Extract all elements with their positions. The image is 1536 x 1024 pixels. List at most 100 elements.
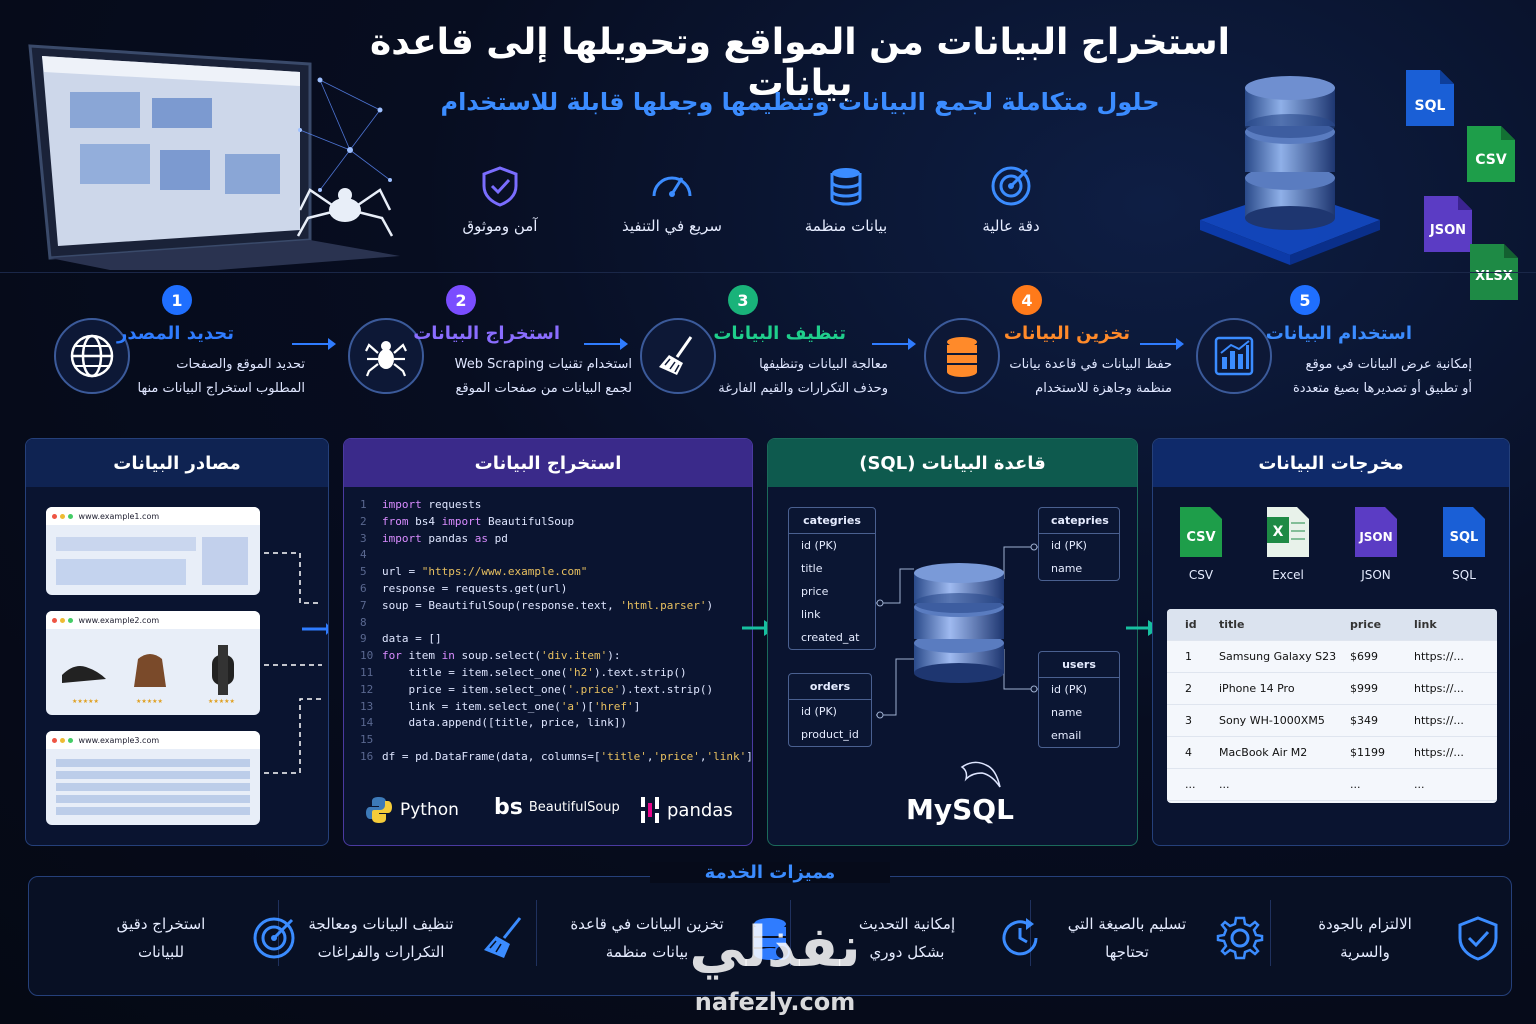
feature-organized: بيانات منظمة: [771, 164, 921, 235]
json-file-icon: JSON: [1355, 507, 1397, 557]
site-url: www.example2.com: [78, 615, 160, 625]
flow-arrow: [872, 338, 916, 350]
code-line: 14 data.append([title, price, link]): [360, 716, 628, 730]
database-icon: [914, 563, 1004, 683]
laptop-illustration: [28, 44, 400, 270]
db-table: users id (PK) name email: [1038, 651, 1120, 748]
step-4: 4 تخزين البيانات حفظ البيانات في قاعدة ب…: [922, 285, 1212, 405]
db-table: categries id (PK) title price link creat…: [788, 507, 876, 650]
feature-accuracy: دقة عالية: [936, 164, 1086, 235]
panel-header: قاعدة البيانات (SQL): [768, 439, 1137, 487]
database-hero-illustration: [1200, 76, 1380, 265]
database-icon: [830, 168, 862, 206]
target-icon: [253, 917, 295, 959]
page-title: استخراج البيانات من المواقع وتحويلها إلى…: [370, 22, 1230, 104]
panel-header: مصادر البيانات: [26, 439, 328, 487]
code-line: 13 link = item.select_one('a')['href']: [360, 699, 641, 713]
spider-icon: [296, 188, 394, 237]
feature-secure: آمن وموثوق: [425, 164, 575, 235]
broom-icon: [484, 917, 522, 958]
excel-file-icon: X: [1267, 507, 1309, 557]
gear-icon: [1216, 916, 1264, 960]
step-title: تخزين البيانات: [1003, 323, 1130, 344]
product-thumbnails: ★★★★★ ★★★★★ ★★★★★: [62, 645, 235, 705]
svg-text:SQL: SQL: [1450, 530, 1479, 545]
svg-text:JSON: JSON: [1358, 530, 1392, 544]
svg-text:★★★★★: ★★★★★: [72, 698, 99, 705]
feature-label: بيانات منظمة: [804, 217, 888, 235]
output-csv: CSV CSV: [1166, 507, 1236, 582]
beautifulsoup-logo: bs BeautifulSoup: [494, 795, 620, 820]
step-title: استخراج البيانات: [413, 323, 560, 344]
page-subtitle: حلول متكاملة لجمع البيانات وتنظيمها وجعل…: [440, 88, 1160, 116]
divider: [1030, 900, 1031, 966]
step-icon-circle: [640, 318, 716, 394]
divider: [790, 900, 791, 966]
svg-text:★★★★★: ★★★★★: [208, 698, 235, 705]
divider: [1270, 900, 1271, 966]
source-site-1: www.example1.com: [46, 507, 260, 595]
step-number: 3: [728, 285, 758, 315]
python-icon: [366, 797, 392, 823]
bar-chart-icon: [1214, 336, 1254, 376]
step-number: 2: [446, 285, 476, 315]
pandas-icon: [641, 797, 659, 823]
csv-file-label: CSV: [1475, 152, 1507, 168]
json-file-icon: JSON: [1424, 196, 1472, 252]
spider-icon: [365, 341, 407, 377]
step-3: 3 تنظيف البيانات معالجة البيانات وتنظيفه…: [638, 285, 928, 405]
flow-arrow: [1140, 338, 1184, 350]
panel-outputs: مخرجات البيانات CSV CSV X Excel JSON JSO…: [1152, 438, 1510, 846]
source-connectors: [264, 552, 328, 774]
db-table: orders id (PK) product_id: [788, 673, 872, 747]
refresh-icon: [1002, 918, 1038, 956]
step-2: 2 استخراج البيانات استخدام تقنيات Web Sc…: [344, 285, 634, 405]
dolphin-icon: [960, 761, 1001, 788]
panel-header: استخراج البيانات: [344, 439, 752, 487]
step-title: استخدام البيانات: [1265, 323, 1412, 344]
svg-text:★★★★★: ★★★★★: [136, 698, 163, 705]
site-url: www.example1.com: [78, 511, 160, 521]
speedometer-icon: [652, 176, 692, 197]
output-sql: SQL SQL: [1429, 507, 1499, 582]
feature-fast: سريع في التنفيذ: [597, 164, 747, 235]
panel-sources: مصادر البيانات www.example1.com www.exam…: [25, 438, 329, 846]
step-number: 5: [1290, 285, 1320, 315]
step-number: 4: [1012, 285, 1042, 315]
step-icon-circle: [1196, 318, 1272, 394]
code-line: 15: [360, 733, 374, 747]
mysql-logo: MySQL: [906, 761, 1014, 826]
panel-header: مخرجات البيانات: [1153, 439, 1509, 487]
feature-label: سريع في التنفيذ: [622, 217, 722, 235]
lib-name: pandas: [667, 799, 733, 821]
site-url: www.example3.com: [78, 735, 160, 745]
code-line: 12 price = item.select_one('.price').tex…: [360, 682, 714, 696]
step-title: تنظيف البيانات: [713, 323, 846, 344]
db-relations: [876, 543, 1038, 719]
lib-name: BeautifulSoup: [528, 800, 620, 815]
globe-icon: [70, 334, 114, 378]
source-site-3: www.example3.com: [46, 731, 260, 825]
divider: [0, 272, 1536, 273]
